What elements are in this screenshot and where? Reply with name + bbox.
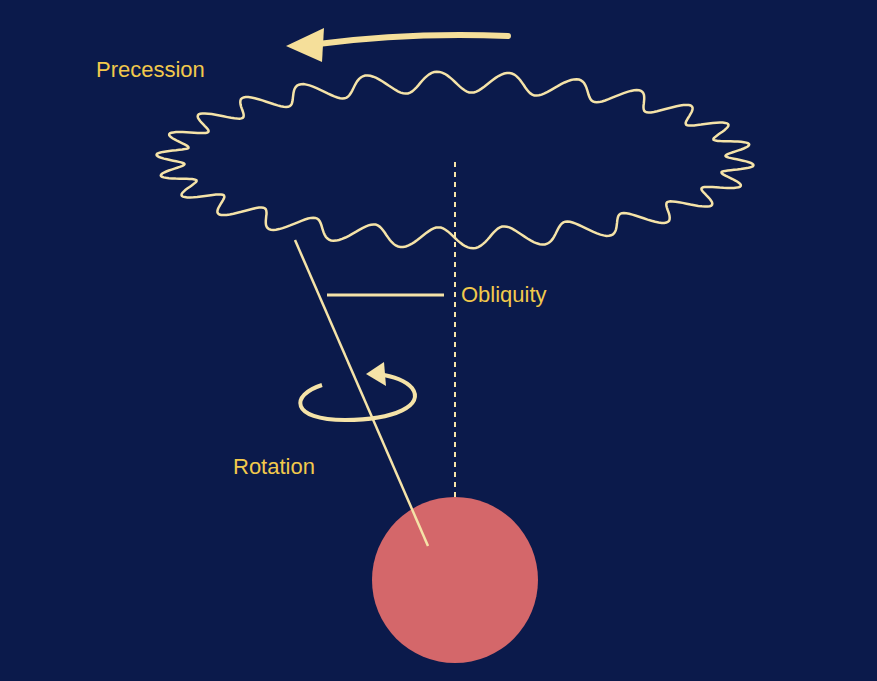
vertical-reference bbox=[454, 162, 456, 498]
precession-label: Precession bbox=[96, 57, 205, 82]
rotation-arrowhead bbox=[366, 362, 386, 386]
rotation-arrow bbox=[300, 374, 415, 420]
spin-axis bbox=[295, 240, 428, 546]
precession-arrow bbox=[318, 35, 508, 44]
precession-path bbox=[157, 72, 754, 249]
precession-arrowhead bbox=[286, 28, 324, 62]
planet bbox=[372, 497, 538, 663]
obliquity-marker bbox=[327, 294, 444, 297]
obliquity-label: Obliquity bbox=[461, 282, 547, 307]
rotation-label: Rotation bbox=[233, 454, 315, 479]
